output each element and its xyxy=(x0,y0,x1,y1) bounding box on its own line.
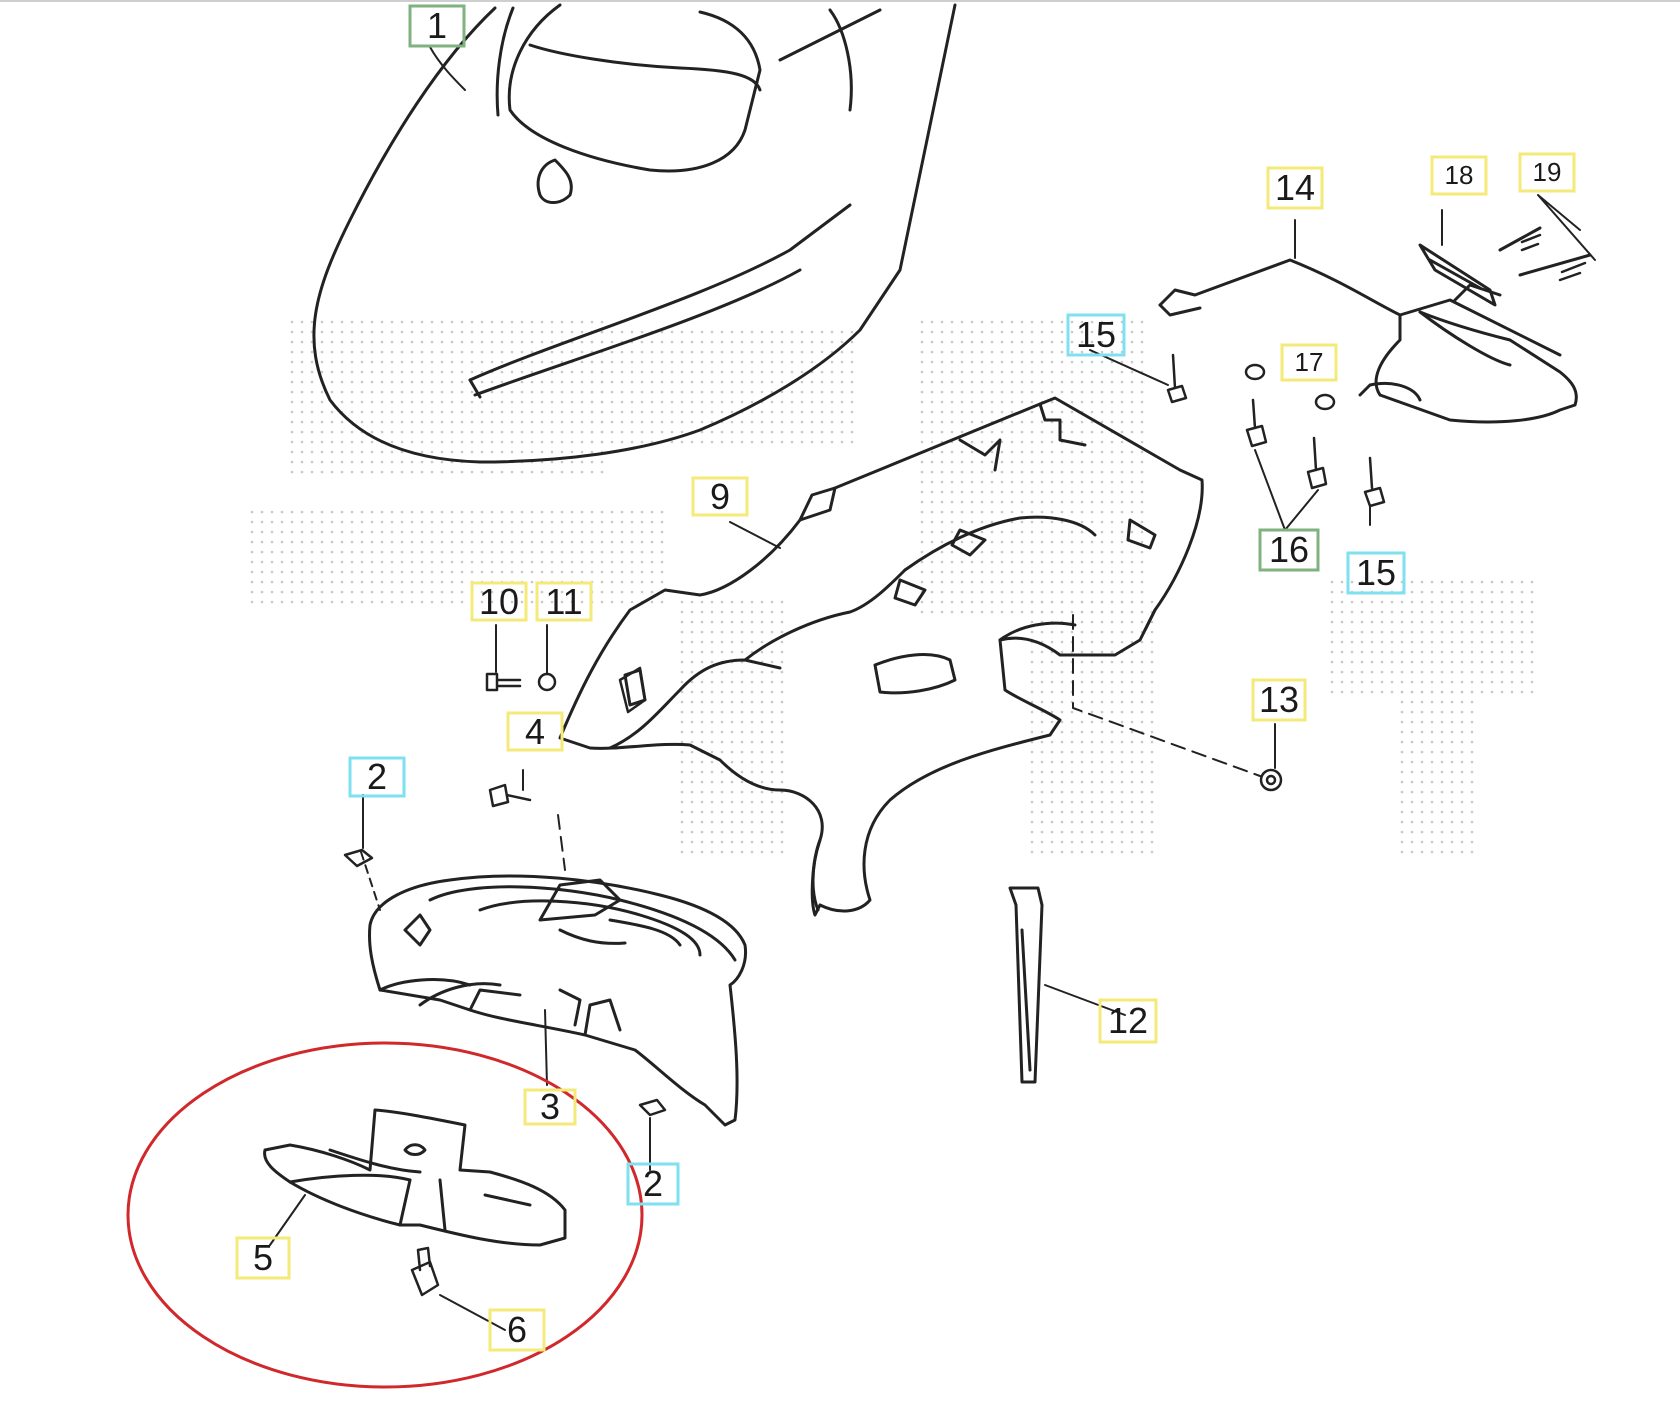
leader-lines xyxy=(269,46,1596,1331)
callout-6: 6 xyxy=(506,1309,528,1350)
callout-13: 13 xyxy=(1258,679,1300,720)
part-1-front-cowl xyxy=(312,3,957,464)
callout-10: 10 xyxy=(478,580,520,622)
part-9-undercover xyxy=(558,396,1204,917)
fasteners xyxy=(343,233,1587,1297)
part-3-lower-cover xyxy=(368,874,748,1127)
callout-5: 5 xyxy=(252,1237,274,1278)
callout-1: 1 xyxy=(426,5,448,46)
callout-12: 12 xyxy=(1107,1000,1149,1041)
callout-18: 18 xyxy=(1444,160,1474,190)
callout-15-lower: 15 xyxy=(1355,552,1397,593)
top-border xyxy=(0,0,1680,2)
part-14-bracket xyxy=(1158,226,1592,424)
callout-3: 3 xyxy=(539,1086,561,1127)
callout-4: 4 xyxy=(524,710,546,752)
callout-11: 11 xyxy=(545,580,583,622)
callout-16: 16 xyxy=(1268,529,1310,570)
callout-17: 17 xyxy=(1294,347,1324,377)
callout-2-lower: 2 xyxy=(642,1163,664,1204)
part-5-air-duct xyxy=(263,1108,567,1247)
highlight-ellipse xyxy=(126,1041,644,1389)
part-12-cable-tie xyxy=(1008,886,1044,1084)
callout-9: 9 xyxy=(709,475,731,517)
callout-19: 19 xyxy=(1532,157,1562,187)
callout-frames xyxy=(235,4,1576,1352)
callout-14: 14 xyxy=(1274,167,1316,208)
callout-15-upper: 15 xyxy=(1075,314,1117,355)
callout-2-upper: 2 xyxy=(366,756,388,797)
watermark-dots xyxy=(250,318,1540,860)
